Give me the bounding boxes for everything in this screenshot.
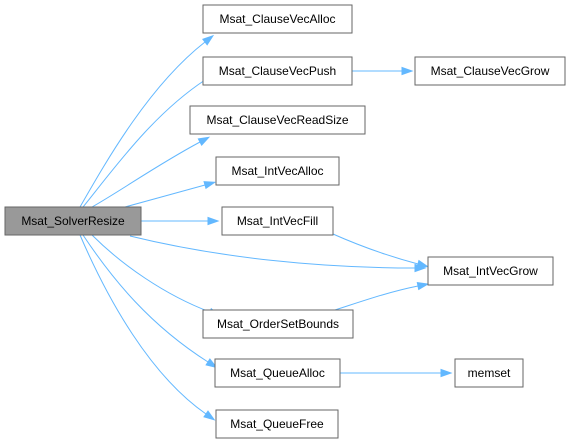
arrowhead-icon: [207, 216, 220, 226]
edge-root-n9: [82, 234, 218, 369]
edge-n2-n3: [352, 66, 414, 76]
node-memset[interactable]: memset: [454, 358, 524, 388]
node-box: [427, 256, 554, 286]
node-label: Msat_QueueFree: [230, 417, 324, 431]
node-msat-solverresize[interactable]: Msat_SolverResize: [4, 206, 142, 236]
edge-line: [82, 79, 206, 208]
node-msat-queuealloc[interactable]: Msat_QueueAlloc: [214, 358, 341, 388]
edge-root-n7: [129, 235, 427, 273]
arrowhead-icon: [202, 34, 215, 46]
node-label: Msat_QueueAlloc: [230, 366, 325, 380]
node-msat-clausevecpush[interactable]: Msat_ClauseVecPush: [202, 56, 353, 86]
edge-root-n8: [91, 234, 221, 317]
edge-line: [91, 234, 211, 313]
edge-line: [332, 233, 419, 265]
edge-root-n4: [91, 136, 211, 208]
node-label: Msat_IntVecGrow: [443, 264, 538, 278]
edge-root-n5: [124, 181, 217, 208]
node-label: Msat_ClauseVecAlloc: [219, 12, 335, 26]
edge-n8-n7: [334, 281, 430, 311]
node-box: [215, 156, 340, 186]
node-label: Msat_IntVecAlloc: [231, 164, 323, 178]
edge-line: [334, 285, 419, 311]
arrowhead-icon: [203, 181, 217, 190]
arrowhead-icon: [205, 358, 218, 369]
edge-root-n1: [79, 34, 215, 208]
edge-root-n2: [82, 73, 215, 208]
node-label: Msat_ClauseVecGrow: [431, 64, 550, 78]
node-label: memset: [468, 366, 511, 380]
node-label: Msat_SolverResize: [21, 214, 125, 228]
edge-n6-n7: [332, 233, 430, 268]
arrowhead-icon: [203, 410, 216, 421]
node-box: [189, 105, 366, 135]
edge-line: [82, 234, 209, 363]
edge-root-n6: [141, 216, 220, 226]
edge-root-n11: [79, 234, 216, 421]
edge-line: [129, 235, 416, 269]
node-label: Msat_ClauseVecPush: [219, 64, 336, 78]
edge-line: [124, 184, 206, 208]
arrowhead-icon: [414, 263, 427, 273]
node-label: Msat_ClauseVecReadSize: [206, 113, 348, 127]
arrowhead-icon: [416, 281, 430, 291]
node-box: [214, 358, 341, 388]
node-label: Msat_IntVecFill: [237, 214, 318, 228]
edge-n9-n10: [340, 368, 453, 378]
node-msat-clausevecgrow[interactable]: Msat_ClauseVecGrow: [414, 56, 566, 86]
node-label: Msat_OrderSetBounds: [217, 317, 339, 331]
node-msat-intvecfill[interactable]: Msat_IntVecFill: [221, 206, 334, 236]
edge-line: [79, 234, 207, 415]
node-box: [215, 409, 339, 439]
node-msat-intvecgrow[interactable]: Msat_IntVecGrow: [427, 256, 554, 286]
node-msat-intvecalloc[interactable]: Msat_IntVecAlloc: [215, 156, 340, 186]
arrowhead-icon: [440, 368, 453, 378]
edge-line: [79, 41, 206, 208]
arrowhead-icon: [197, 136, 211, 146]
arrowhead-icon: [401, 66, 414, 76]
node-box: [202, 309, 354, 339]
node-msat-ordersetbounds[interactable]: Msat_OrderSetBounds: [202, 309, 354, 339]
node-box: [4, 206, 142, 236]
edge-line: [91, 141, 201, 208]
node-box: [221, 206, 334, 236]
node-msat-clausevecalloc[interactable]: Msat_ClauseVecAlloc: [202, 4, 353, 34]
node-box: [202, 56, 353, 86]
node-box: [454, 358, 524, 388]
node-box: [202, 4, 353, 34]
nodes-layer: Msat_SolverResize Msat_ClauseVecAllocMsat…: [4, 4, 566, 439]
node-msat-clausevecreadsize[interactable]: Msat_ClauseVecReadSize: [189, 105, 366, 135]
node-box: [414, 56, 566, 86]
node-msat-queuefree[interactable]: Msat_QueueFree: [215, 409, 339, 439]
